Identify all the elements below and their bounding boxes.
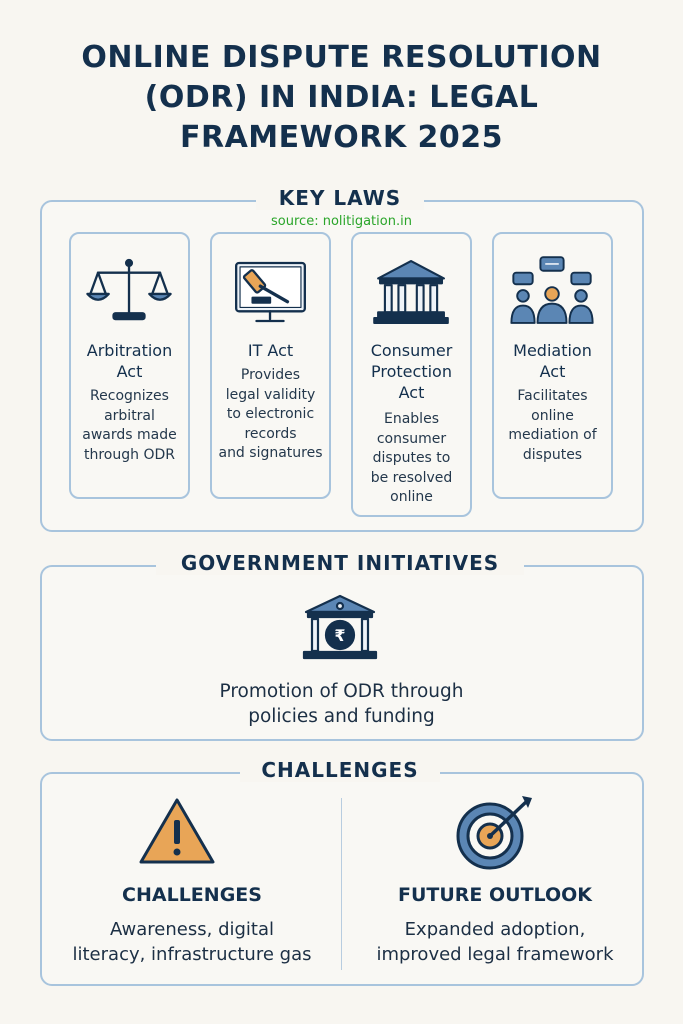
source-note: source: nolitigation.in bbox=[271, 214, 412, 229]
gavel-monitor-icon bbox=[235, 261, 306, 323]
card-desc-line: awards made bbox=[82, 427, 177, 443]
government-desc-line: Promotion of ODR through bbox=[219, 681, 464, 702]
card-title-line: Protection bbox=[371, 362, 452, 381]
mediation-people-icon bbox=[510, 256, 594, 324]
title-line-1: ONLINE DISPUTE RESOLUTION bbox=[81, 40, 602, 75]
card-desc-line: disputes bbox=[522, 446, 583, 463]
challenges-description: Awareness, digital literacy, infrastruct… bbox=[42, 917, 342, 967]
future-outlook-description: Expanded adoption, improved legal framew… bbox=[345, 917, 645, 967]
card-desc-line: records bbox=[244, 425, 297, 442]
law-card-it-act: IT Act Provides legal validity to electr… bbox=[210, 232, 331, 499]
card-description: Provides legal validity to electronic re… bbox=[218, 366, 323, 464]
card-title: Consumer Protection Act bbox=[357, 340, 466, 403]
title-line-2: (ODR) IN INDIA: LEGAL bbox=[144, 80, 539, 115]
card-desc-line: and signatures bbox=[218, 445, 323, 461]
card-title-line: Mediation bbox=[513, 341, 592, 360]
challenges-heading: CHALLENGES bbox=[240, 758, 440, 782]
rupee-building-icon: ₹ bbox=[302, 594, 378, 660]
government-desc-line: policies and funding bbox=[248, 706, 435, 727]
future-outlook-desc-line: Expanded adoption, bbox=[404, 919, 586, 940]
card-desc-line: online bbox=[390, 489, 433, 505]
card-title-line: Act bbox=[539, 362, 566, 381]
warning-icon bbox=[139, 798, 215, 864]
card-description: Recognizes arbitral awards made through … bbox=[77, 387, 182, 465]
card-desc-line: online bbox=[531, 407, 574, 424]
card-title-line: Consumer bbox=[370, 341, 453, 360]
card-description: Facilitates online mediation of disputes bbox=[500, 387, 605, 465]
card-desc-line: mediation of bbox=[508, 427, 597, 443]
card-desc-line: through ODR bbox=[84, 446, 175, 463]
card-desc-line: be resolved bbox=[370, 469, 453, 486]
law-card-arbitration: Arbitration Act Recognizes arbitral awar… bbox=[69, 232, 190, 499]
card-desc-line: arbitral bbox=[104, 407, 155, 424]
card-desc-line: disputes to bbox=[372, 450, 451, 466]
svg-text:₹: ₹ bbox=[334, 626, 345, 645]
law-card-consumer-protection: Consumer Protection Act Enables consumer… bbox=[351, 232, 472, 517]
challenges-desc-line: Awareness, digital bbox=[109, 919, 275, 940]
government-heading: GOVERNMENT INITIATIVES bbox=[156, 551, 524, 575]
target-arrow-icon bbox=[456, 796, 532, 870]
challenges-title: CHALLENGES bbox=[122, 884, 262, 906]
page-title: ONLINE DISPUTE RESOLUTION (ODR) IN INDIA… bbox=[0, 38, 683, 158]
future-outlook-desc-line: improved legal framework bbox=[376, 944, 614, 965]
card-title-line: IT Act bbox=[247, 341, 294, 360]
card-title-line: Act bbox=[116, 362, 143, 381]
card-desc-line: legal validity bbox=[225, 386, 316, 403]
key-laws-heading: KEY LAWS bbox=[256, 186, 424, 210]
scales-icon bbox=[86, 258, 172, 321]
challenges-desc-line: literacy, infrastructure gas bbox=[72, 944, 312, 965]
future-outlook-title: FUTURE OUTLOOK bbox=[397, 884, 593, 906]
card-desc-line: Facilitates bbox=[517, 388, 588, 404]
card-desc-line: to electronic bbox=[226, 406, 315, 422]
card-title-line: Act bbox=[398, 383, 425, 402]
column-divider bbox=[341, 798, 342, 970]
card-desc-line: Recognizes bbox=[90, 388, 169, 404]
card-description: Enables consumer disputes to be resolved… bbox=[359, 410, 464, 508]
card-title: Mediation Act bbox=[498, 340, 607, 382]
card-desc-line: Enables bbox=[384, 411, 439, 427]
courthouse-icon bbox=[373, 259, 449, 325]
title-line-3: FRAMEWORK 2025 bbox=[179, 120, 504, 155]
card-title-line: Arbitration bbox=[86, 341, 173, 360]
law-card-mediation: Mediation Act Facilitates online mediati… bbox=[492, 232, 613, 499]
government-description: Promotion of ODR through policies and fu… bbox=[40, 679, 643, 729]
card-desc-line: consumer bbox=[376, 430, 447, 447]
card-desc-line: Provides bbox=[240, 367, 301, 383]
card-title: Arbitration Act bbox=[75, 340, 184, 382]
card-title: IT Act bbox=[216, 340, 325, 361]
